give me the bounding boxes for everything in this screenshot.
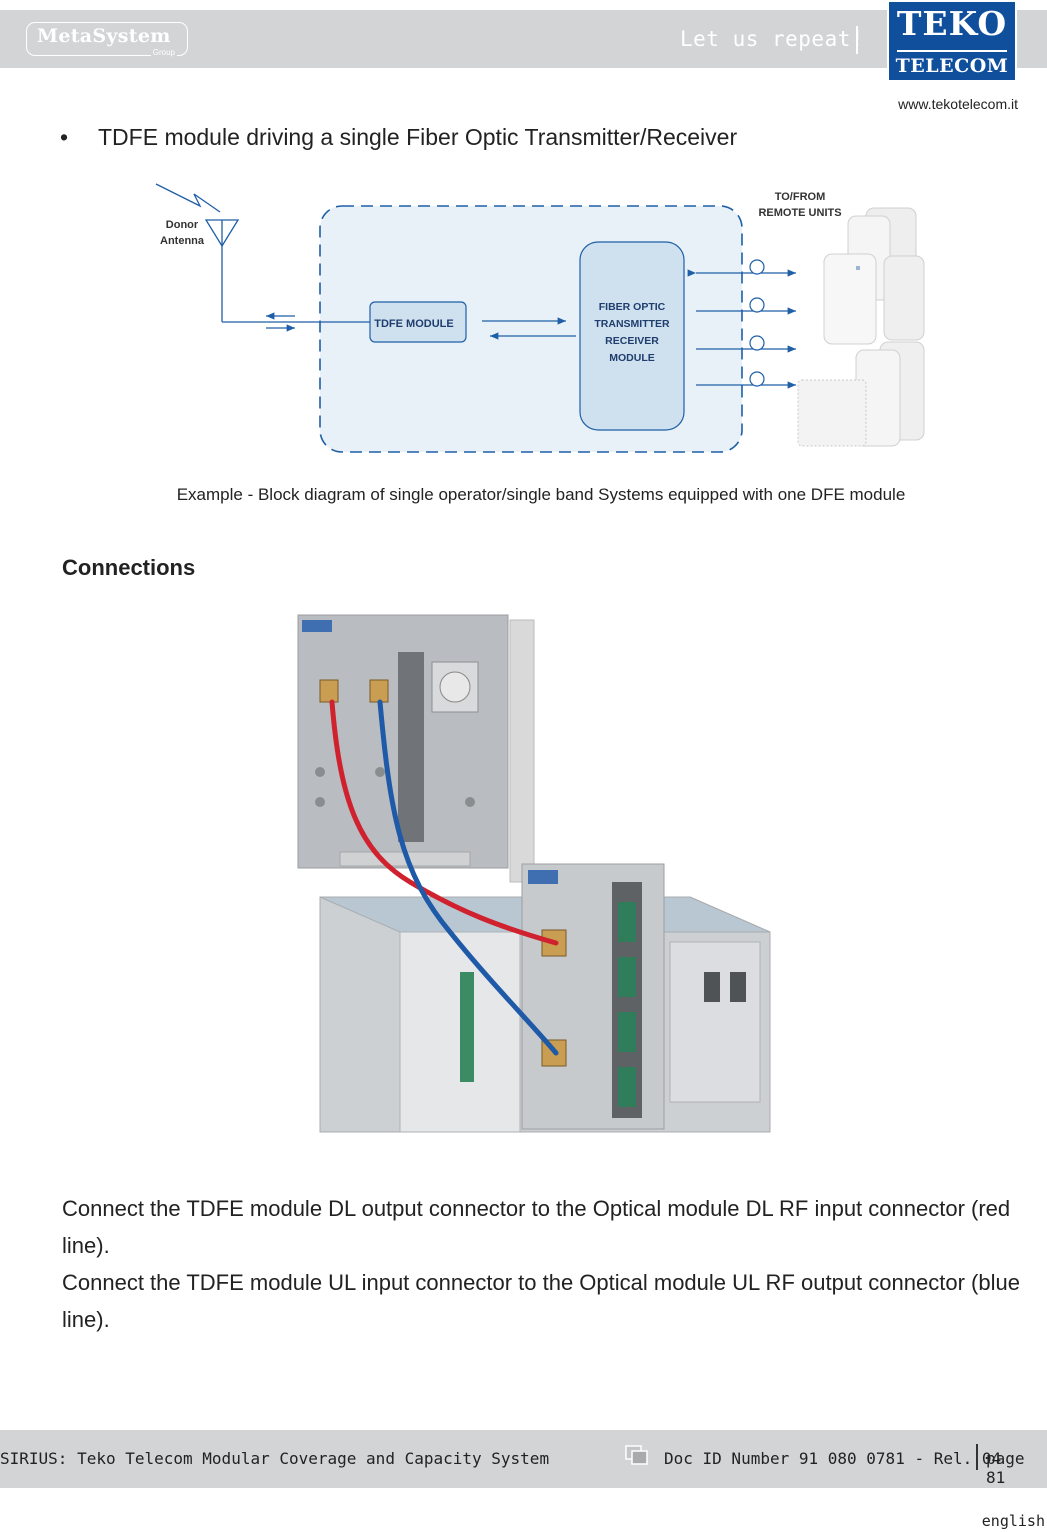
connections-photo bbox=[297, 614, 771, 1133]
section-title-connections: Connections bbox=[62, 555, 196, 580]
footer-title: SIRIUS: Teko Telecom Modular Coverage an… bbox=[0, 1449, 550, 1468]
header-bar bbox=[0, 10, 1047, 68]
website-link[interactable]: www.tekotelecom.it bbox=[898, 96, 1018, 112]
fiber-module-box bbox=[579, 241, 685, 431]
fiber-module-label-4: MODULE bbox=[609, 352, 655, 364]
tagline: Let us repeat! bbox=[680, 27, 865, 51]
chassis-side-panel bbox=[509, 619, 535, 883]
bullet-marker: • bbox=[60, 124, 69, 150]
footer-page-number: page 81 bbox=[986, 1449, 1025, 1487]
diagram-caption: Example - Block diagram of single operat… bbox=[176, 485, 906, 504]
copy-pages-icon bbox=[625, 1445, 648, 1465]
ul-cable-blue bbox=[377, 699, 559, 1056]
tdfe-module-label: TDFE MODULE bbox=[374, 318, 453, 330]
tdfe-dl-connector bbox=[319, 679, 339, 703]
instruction-dl: Connect the TDFE module DL output connec… bbox=[62, 1196, 1011, 1258]
tdfe-panel-logo bbox=[302, 620, 332, 632]
optical-module-panel bbox=[521, 863, 665, 1130]
metasystem-logo-group: Group bbox=[150, 48, 177, 57]
fiber-module-label-2: TRANSMITTER bbox=[594, 318, 670, 330]
footer-divider bbox=[976, 1444, 978, 1470]
header-divider bbox=[856, 26, 858, 54]
fiber-module-label-1: FIBER OPTIC bbox=[599, 301, 666, 313]
rack-green-ports bbox=[460, 972, 474, 1082]
remote-units-illustration bbox=[797, 207, 925, 447]
fiber-module-label-3: RECEIVER bbox=[605, 335, 659, 347]
donor-antenna-label-1: Donor bbox=[166, 219, 199, 231]
optical-panel-logo bbox=[528, 870, 558, 884]
donor-antenna-label-2: Antenna bbox=[160, 235, 205, 247]
metasystem-logo: MetaSystem Group bbox=[26, 22, 188, 57]
bullet-text: TDFE module driving a single Fiber Optic… bbox=[98, 124, 738, 150]
tdfe-ul-connector bbox=[369, 679, 389, 703]
tdfe-slot-strip bbox=[398, 652, 424, 842]
optical-dl-rf-input bbox=[541, 929, 567, 957]
to-from-label-1: TO/FROM bbox=[775, 191, 826, 203]
footer-doc-id: Doc ID Number 91 080 0781 - Rel. 04 bbox=[664, 1449, 1002, 1468]
donor-antenna-icon bbox=[155, 183, 370, 323]
dl-cable-red bbox=[329, 699, 559, 946]
tdfe-module-box bbox=[369, 301, 467, 343]
fiber-links bbox=[687, 259, 796, 389]
language-label: english bbox=[981, 1512, 1045, 1530]
teko-logo-rule bbox=[897, 50, 1007, 52]
teko-logo-top: TEKO bbox=[896, 4, 1008, 43]
to-from-label-2: REMOTE UNITS bbox=[758, 207, 841, 219]
footer-bar bbox=[0, 1430, 1047, 1488]
teko-logo-bottom: TELECOM bbox=[895, 55, 1009, 77]
instruction-ul: Connect the TDFE module UL input connect… bbox=[62, 1270, 1020, 1332]
teko-telecom-logo: TEKO TELECOM bbox=[887, 0, 1017, 82]
bullet-item: • TDFE module driving a single Fiber Opti… bbox=[60, 124, 737, 151]
block-diagram: Donor Antenna TDFE MODULE FIBER OPTIC TR… bbox=[155, 183, 925, 453]
metasystem-logo-text: MetaSystem bbox=[37, 25, 171, 47]
